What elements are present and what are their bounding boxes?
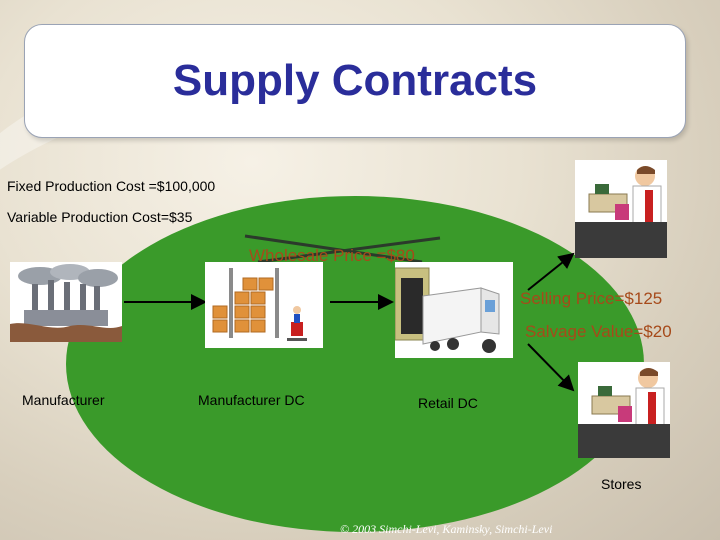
arrow-to-store-top	[528, 254, 573, 290]
factory-icon	[10, 262, 122, 342]
warehouse-icon	[205, 262, 323, 348]
fixed-cost-label: Fixed Production Cost =$100,000	[7, 178, 215, 194]
manufacturer-label: Manufacturer	[22, 392, 104, 408]
variable-cost-label: Variable Production Cost=$35	[7, 209, 192, 225]
selling-price-label: Selling Price=$125	[520, 289, 662, 309]
stores-label: Stores	[601, 476, 641, 492]
truck-icon	[395, 262, 513, 358]
manufacturer-dc-label: Manufacturer DC	[198, 392, 305, 408]
retail-dc-label: Retail DC	[418, 395, 478, 411]
salvage-value-label: Salvage Value=$20	[525, 322, 672, 342]
store-clerk-icon-bottom	[578, 362, 670, 458]
store-clerk-icon-top	[575, 160, 667, 258]
arrow-to-store-bottom	[528, 344, 573, 390]
copyright-footer: © 2003 Simchi-Levi, Kaminsky, Simchi-Lev…	[340, 522, 552, 537]
